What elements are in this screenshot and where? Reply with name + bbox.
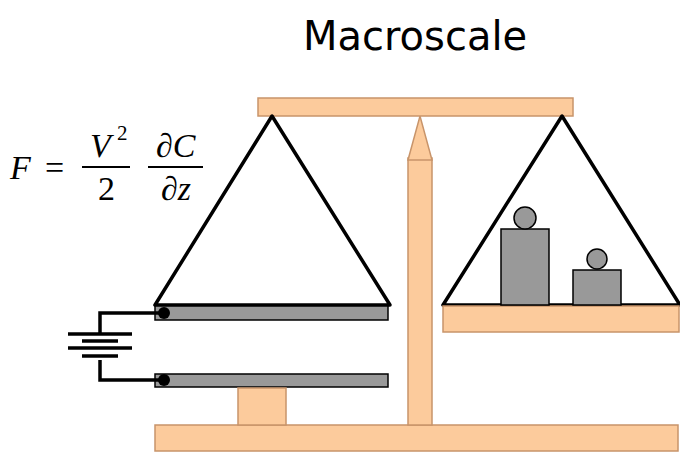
large-weight-knob xyxy=(514,207,536,229)
right-hanger xyxy=(443,116,680,305)
wire-contact xyxy=(158,307,170,319)
fraction-bar xyxy=(82,166,130,168)
equals-sign: = xyxy=(45,151,64,185)
plate-pedestal xyxy=(238,388,286,425)
upper-wire xyxy=(100,313,164,333)
capacitance-derivative: ∂C xyxy=(156,129,195,163)
battery-symbol xyxy=(68,334,132,356)
balance-base xyxy=(155,425,678,451)
upper-plate xyxy=(155,306,388,320)
small-weight xyxy=(573,270,621,305)
large-weight xyxy=(501,229,549,305)
diagram-title: Macroscale xyxy=(303,16,527,56)
voltage-symbol: V xyxy=(90,129,111,163)
lower-wire xyxy=(100,360,164,380)
balance-beam xyxy=(258,98,573,116)
position-derivative: ∂z xyxy=(161,172,191,206)
small-weight-knob xyxy=(587,249,607,269)
exponent: 2 xyxy=(117,123,128,144)
wire-contact xyxy=(158,374,170,386)
pivot-point xyxy=(408,116,432,160)
left-hanger xyxy=(155,116,390,305)
right-pan xyxy=(443,306,679,332)
denominator: 2 xyxy=(98,172,115,206)
fraction-bar xyxy=(148,166,203,168)
balance-post xyxy=(408,158,432,425)
lower-plate xyxy=(155,374,388,387)
force-symbol: F xyxy=(10,151,31,185)
